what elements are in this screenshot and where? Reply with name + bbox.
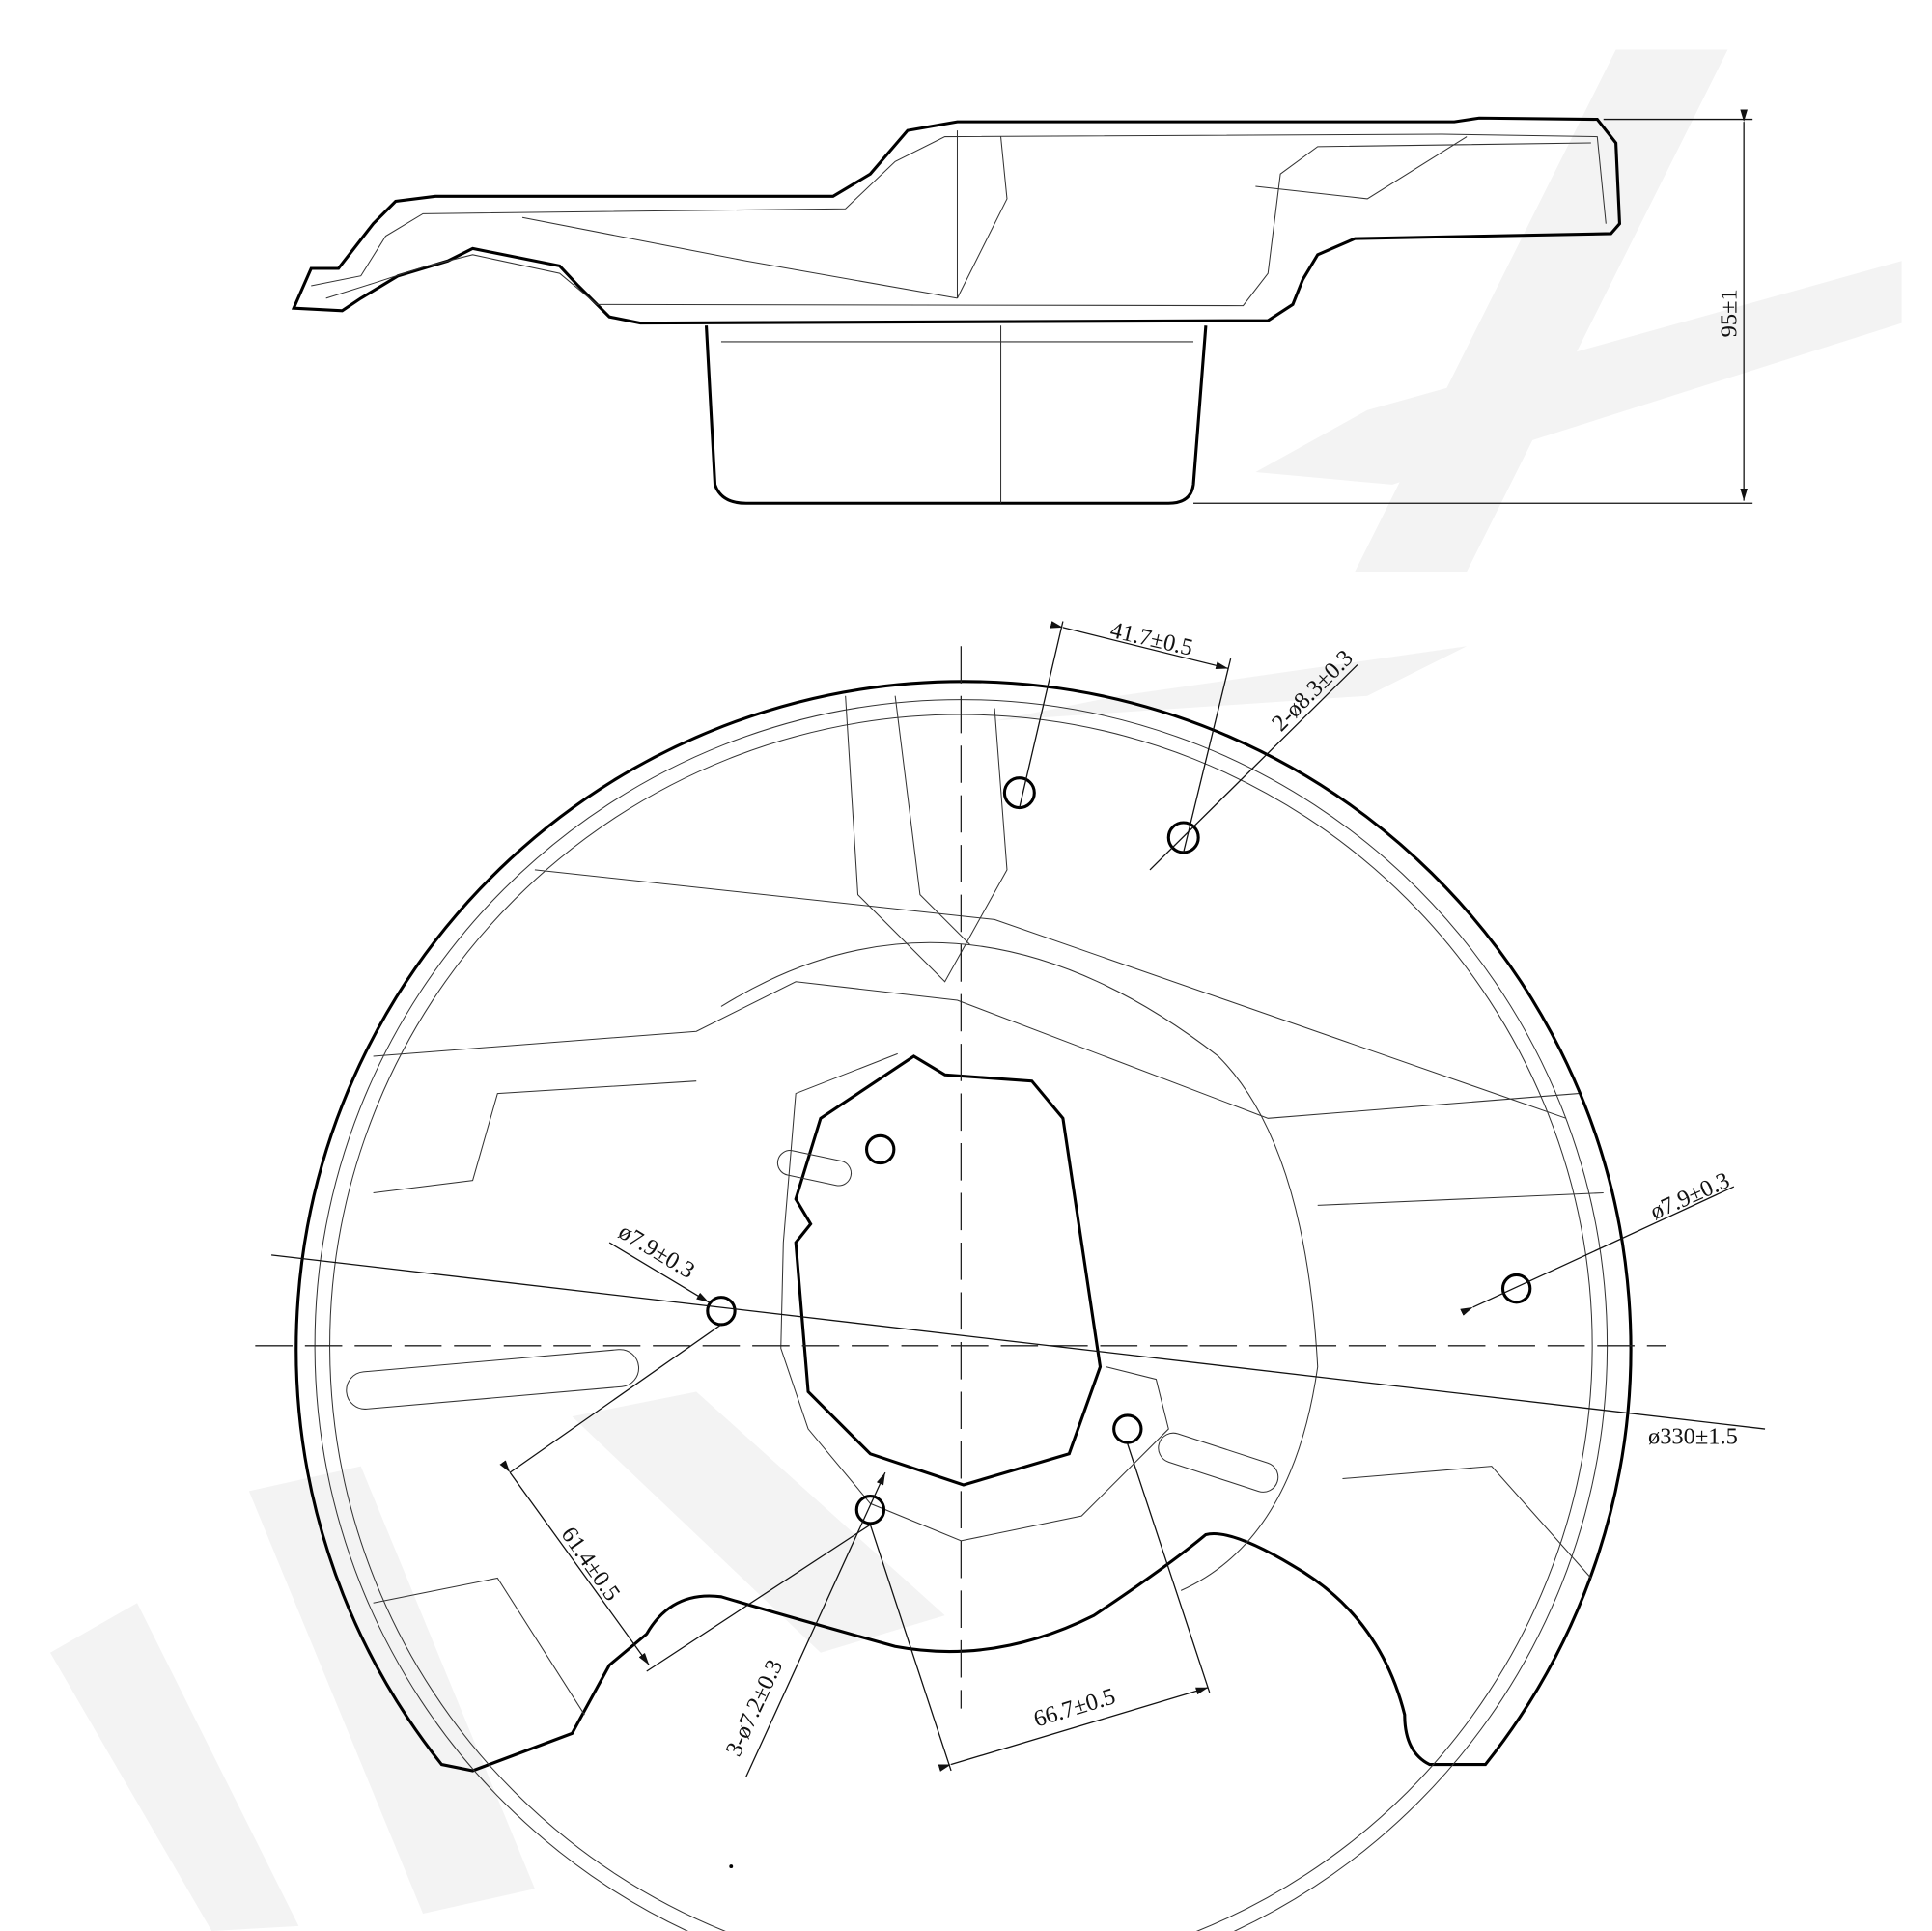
hole — [1112, 1413, 1143, 1444]
dim-left-hole: ø7.9±0.3 — [614, 1218, 699, 1284]
dim-hub-spacing: 66.7±0.5 — [1030, 1683, 1118, 1732]
side-profile-outline — [291, 116, 1622, 325]
front-view: 41.7±0.5 2-ø8.3±0.3 ø7.9±0.3 ø7.9±0.3 ø3… — [255, 617, 1766, 1931]
mounting-holes — [706, 776, 1532, 1525]
hole — [706, 1296, 737, 1327]
hole — [854, 1495, 886, 1525]
dim-left-offset: 61.4±0.5 — [556, 1523, 626, 1607]
height-dimension: 95±1 — [1716, 289, 1742, 337]
side-hub-cup — [704, 325, 1208, 505]
hole — [864, 1133, 896, 1165]
disc-outline — [294, 680, 1633, 1773]
dim-right-hole: ø7.9±0.3 — [1646, 1167, 1733, 1225]
slot — [346, 1349, 640, 1410]
dim-outer-diameter: ø330±1.5 — [1648, 1423, 1738, 1449]
dim-top-hole-spacing: 41.7±0.5 — [1107, 617, 1195, 661]
watermark-logo — [49, 49, 1902, 1931]
side-view: 95±1 — [291, 109, 1753, 505]
hole — [1002, 776, 1036, 810]
hole — [1500, 1273, 1532, 1304]
hub-cutout — [794, 1054, 1103, 1487]
